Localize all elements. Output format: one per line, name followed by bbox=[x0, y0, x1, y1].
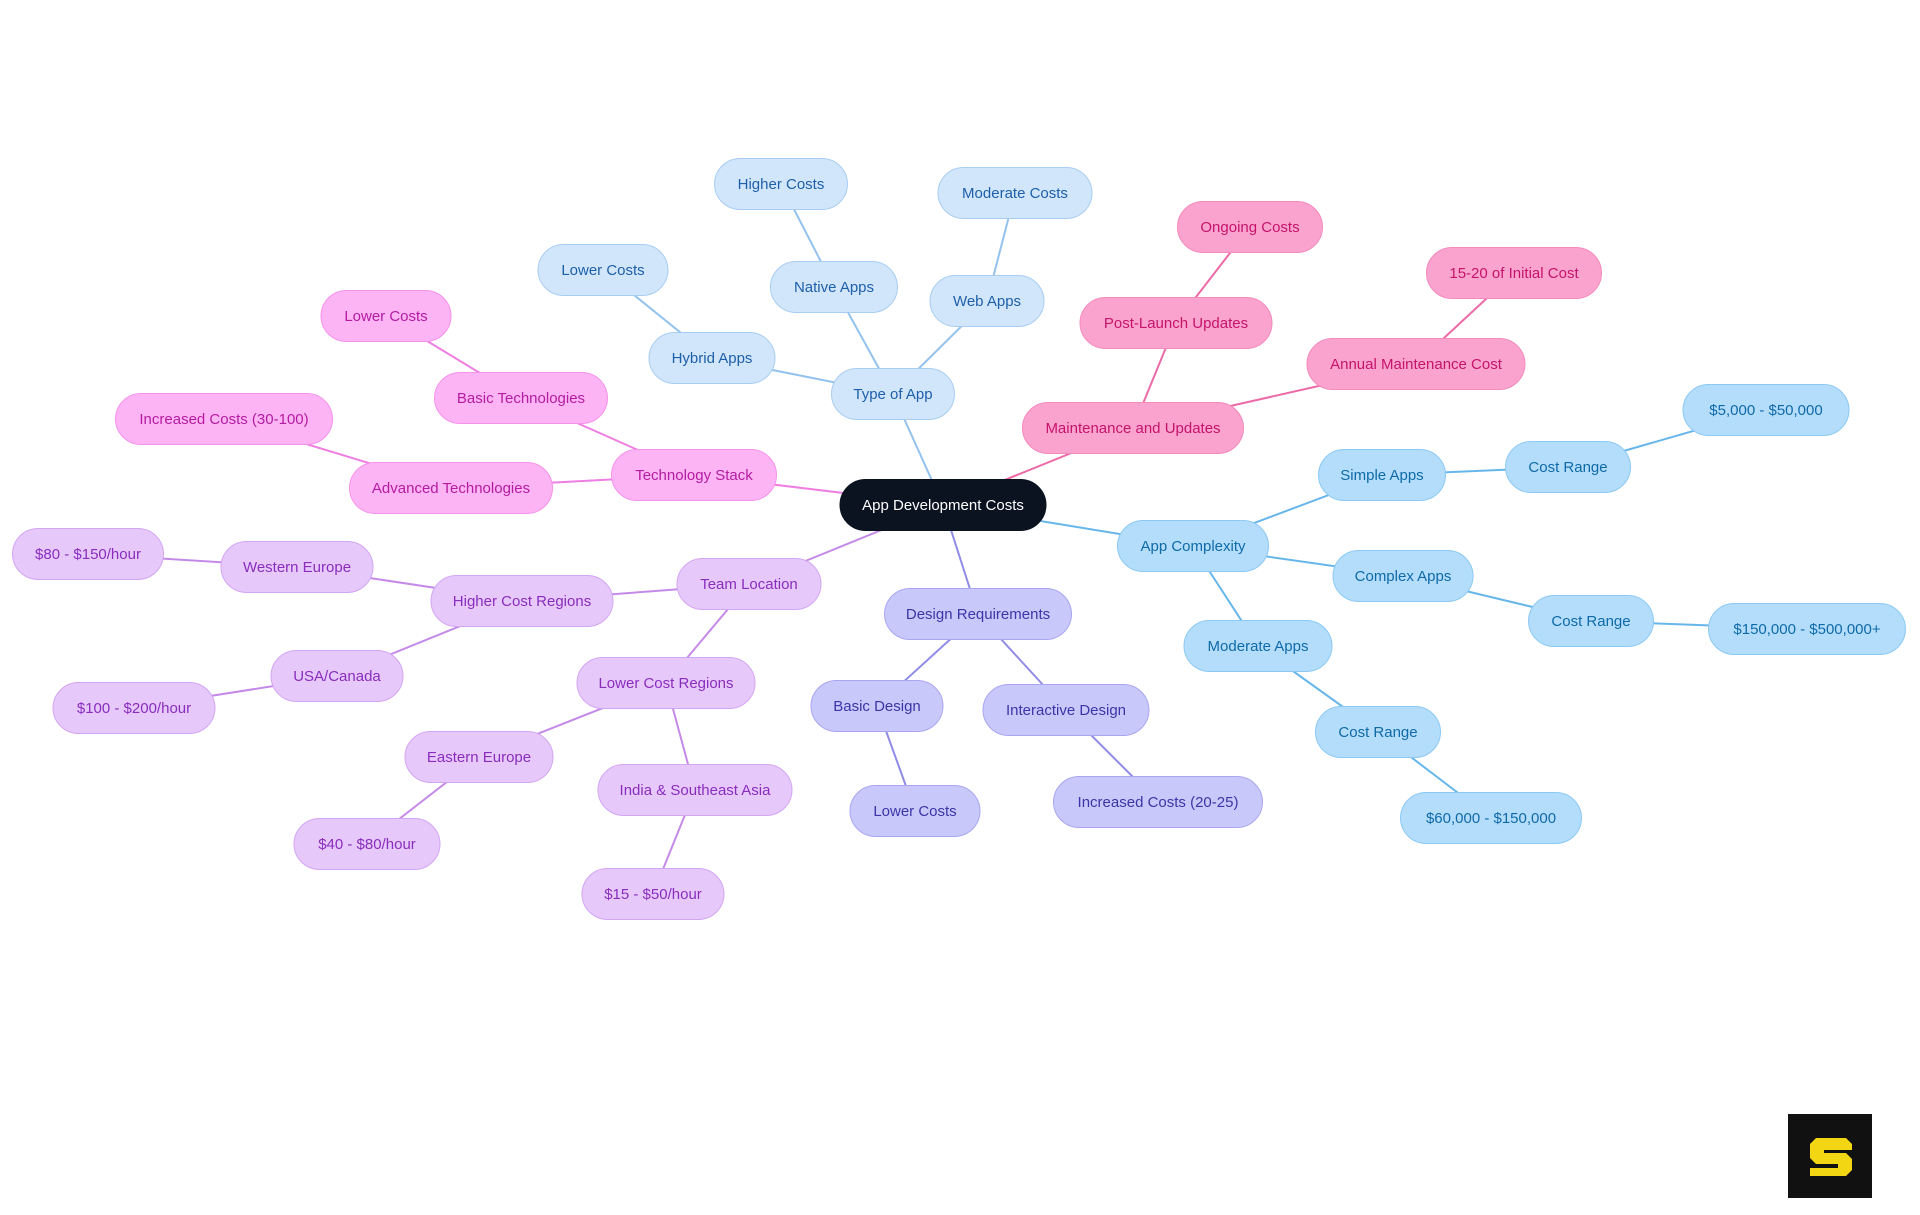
node-label: Simple Apps bbox=[1340, 466, 1424, 484]
node-complexity[interactable]: App Complexity bbox=[1117, 520, 1269, 572]
node-label: Post-Launch Updates bbox=[1103, 314, 1249, 332]
brand-s-logo-icon bbox=[1810, 1138, 1852, 1176]
node-hybrid-lc[interactable]: Lower Costs bbox=[537, 244, 669, 296]
node-design[interactable]: Design Requirements bbox=[884, 588, 1072, 640]
node-label: Interactive Design bbox=[1005, 701, 1127, 719]
brand-logo bbox=[1788, 1114, 1872, 1198]
node-label: $100 - $200/hour bbox=[76, 699, 192, 717]
node-label: $60,000 - $150,000 bbox=[1425, 809, 1557, 827]
node-inter-design[interactable]: Interactive Design bbox=[982, 684, 1150, 736]
node-label: Increased Costs (30-100) bbox=[139, 410, 309, 428]
node-western[interactable]: Western Europe bbox=[220, 541, 374, 593]
node-post[interactable]: Post-Launch Updates bbox=[1079, 297, 1273, 349]
node-label: Cost Range bbox=[1551, 612, 1631, 630]
node-india[interactable]: India & Southeast Asia bbox=[597, 764, 793, 816]
node-label: Advanced Technologies bbox=[371, 479, 531, 497]
node-label: USA/Canada bbox=[293, 667, 381, 685]
node-type[interactable]: Type of App bbox=[831, 368, 955, 420]
node-label: $40 - $80/hour bbox=[318, 835, 416, 853]
node-higher-regions[interactable]: Higher Cost Regions bbox=[430, 575, 614, 627]
node-label: App Complexity bbox=[1140, 537, 1246, 555]
node-basic-design[interactable]: Basic Design bbox=[810, 680, 944, 732]
node-tech[interactable]: Technology Stack bbox=[611, 449, 777, 501]
node-label: Basic Design bbox=[833, 697, 921, 715]
node-simple-v[interactable]: $5,000 - $50,000 bbox=[1682, 384, 1850, 436]
node-annual[interactable]: Annual Maintenance Cost bbox=[1306, 338, 1526, 390]
node-label: Higher Costs bbox=[737, 175, 825, 193]
node-label: Lower Costs bbox=[344, 307, 428, 325]
node-usa-v[interactable]: $100 - $200/hour bbox=[52, 682, 216, 734]
node-label: Lower Costs bbox=[561, 261, 645, 279]
node-label: Western Europe bbox=[242, 558, 352, 576]
node-annual-pct[interactable]: 15-20 of Initial Cost bbox=[1426, 247, 1602, 299]
node-label: Design Requirements bbox=[905, 605, 1051, 623]
node-adv-tech[interactable]: Advanced Technologies bbox=[349, 462, 553, 514]
node-label: Moderate Apps bbox=[1207, 637, 1309, 655]
node-label: Team Location bbox=[700, 575, 798, 593]
node-label: App Development Costs bbox=[862, 496, 1024, 514]
node-inter-design-ic[interactable]: Increased Costs (20-25) bbox=[1053, 776, 1263, 828]
node-moderate-v[interactable]: $60,000 - $150,000 bbox=[1400, 792, 1582, 844]
node-label: Cost Range bbox=[1338, 723, 1418, 741]
node-label: India & Southeast Asia bbox=[619, 781, 771, 799]
node-label: Hybrid Apps bbox=[671, 349, 753, 367]
node-web[interactable]: Web Apps bbox=[929, 275, 1045, 327]
node-label: $80 - $150/hour bbox=[35, 545, 141, 563]
node-label: Lower Costs bbox=[873, 802, 957, 820]
node-label: Ongoing Costs bbox=[1200, 218, 1300, 236]
node-label: Higher Cost Regions bbox=[452, 592, 592, 610]
node-label: 15-20 of Initial Cost bbox=[1449, 264, 1579, 282]
node-label: Increased Costs (20-25) bbox=[1077, 793, 1239, 811]
node-moderate-cr[interactable]: Cost Range bbox=[1315, 706, 1441, 758]
node-complexapps[interactable]: Complex Apps bbox=[1332, 550, 1474, 602]
node-label: Moderate Costs bbox=[962, 184, 1068, 202]
node-basic-design-lc[interactable]: Lower Costs bbox=[849, 785, 981, 837]
node-label: Type of App bbox=[853, 385, 933, 403]
node-label: Lower Cost Regions bbox=[598, 674, 734, 692]
node-label: Annual Maintenance Cost bbox=[1330, 355, 1502, 373]
node-simple-cr[interactable]: Cost Range bbox=[1505, 441, 1631, 493]
node-root[interactable]: App Development Costs bbox=[839, 479, 1047, 531]
node-basic-tech-lc[interactable]: Lower Costs bbox=[320, 290, 452, 342]
node-native-hc[interactable]: Higher Costs bbox=[714, 158, 848, 210]
node-native[interactable]: Native Apps bbox=[770, 261, 898, 313]
node-label: Maintenance and Updates bbox=[1045, 419, 1221, 437]
node-label: $15 - $50/hour bbox=[604, 885, 702, 903]
node-label: $150,000 - $500,000+ bbox=[1733, 620, 1881, 638]
node-maint[interactable]: Maintenance and Updates bbox=[1022, 402, 1244, 454]
node-india-v[interactable]: $15 - $50/hour bbox=[581, 868, 725, 920]
node-ongoing[interactable]: Ongoing Costs bbox=[1177, 201, 1323, 253]
node-label: Complex Apps bbox=[1354, 567, 1452, 585]
node-label: Native Apps bbox=[793, 278, 875, 296]
node-label: Basic Technologies bbox=[456, 389, 586, 407]
node-team[interactable]: Team Location bbox=[676, 558, 822, 610]
node-hybrid[interactable]: Hybrid Apps bbox=[648, 332, 776, 384]
node-simple[interactable]: Simple Apps bbox=[1318, 449, 1446, 501]
node-label: Web Apps bbox=[952, 292, 1022, 310]
node-eastern[interactable]: Eastern Europe bbox=[404, 731, 554, 783]
node-lower-regions[interactable]: Lower Cost Regions bbox=[576, 657, 756, 709]
node-usa[interactable]: USA/Canada bbox=[270, 650, 404, 702]
node-label: Cost Range bbox=[1528, 458, 1608, 476]
node-western-v[interactable]: $80 - $150/hour bbox=[12, 528, 164, 580]
node-complex-cr[interactable]: Cost Range bbox=[1528, 595, 1654, 647]
node-eastern-v[interactable]: $40 - $80/hour bbox=[293, 818, 441, 870]
node-web-mc[interactable]: Moderate Costs bbox=[937, 167, 1093, 219]
node-basic-tech[interactable]: Basic Technologies bbox=[434, 372, 608, 424]
node-label: $5,000 - $50,000 bbox=[1709, 401, 1823, 419]
node-moderate[interactable]: Moderate Apps bbox=[1183, 620, 1333, 672]
node-label: Eastern Europe bbox=[426, 748, 532, 766]
node-label: Technology Stack bbox=[635, 466, 753, 484]
node-adv-tech-ic[interactable]: Increased Costs (30-100) bbox=[115, 393, 333, 445]
node-complex-v[interactable]: $150,000 - $500,000+ bbox=[1708, 603, 1906, 655]
